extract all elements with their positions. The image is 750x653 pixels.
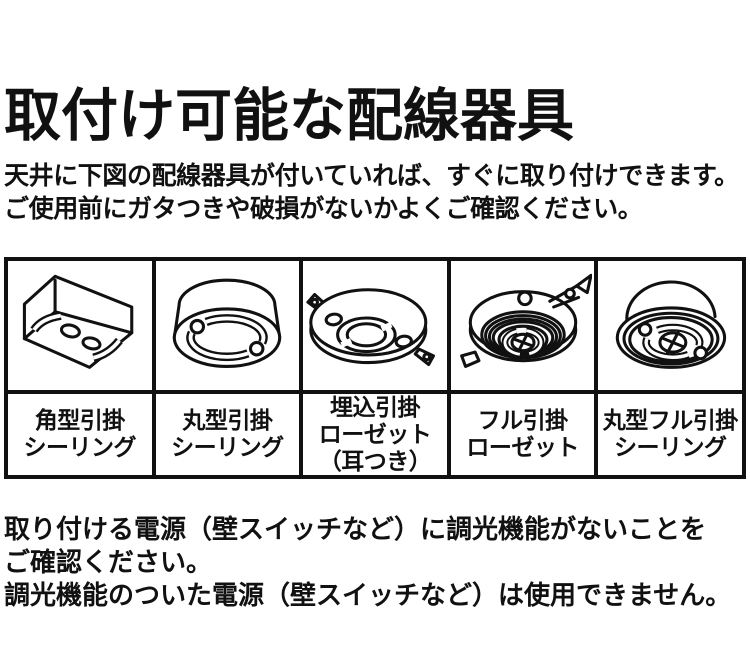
intro-line-2: ご使用前にガタつきや破損がないかよくご確認ください。 — [4, 195, 643, 224]
fixture-image-cell-round-hikikake — [151, 256, 304, 394]
fixture-image-cell-embedded-rosette — [299, 256, 451, 394]
note-line-1: 取り付ける電源（壁スイッチなど）に調光機能がないことを — [4, 513, 707, 544]
fixture-label-line: 角型引掛 — [34, 407, 125, 434]
fixture-label-round-full: 丸型フル引掛 シーリング — [594, 389, 746, 479]
round-full-hikikake-ceiling-illustration — [615, 280, 727, 370]
fixture-label-line: 埋込引掛 — [329, 393, 420, 420]
fixture-image-cell-round-full — [594, 256, 746, 394]
intro-text: 天井に下図の配線器具が付いていれば、すぐに取り付けできます。 ご使用前にガタつき… — [4, 160, 746, 227]
fixture-label-line: ローゼット — [466, 434, 579, 461]
embedded-hikikake-rosette-illustration — [306, 288, 435, 367]
fixture-label-line: シーリング — [171, 434, 284, 461]
fixture-label-line: 丸型フル引掛 — [602, 407, 738, 434]
fixture-label-square-hikikake: 角型引掛 シーリング — [4, 389, 156, 479]
page-title: 取付け可能な配線器具 — [4, 84, 574, 148]
power-source-note: 取り付ける電源（壁スイッチなど）に調光機能がないことを ご確認ください。 調光機… — [4, 513, 746, 612]
fixture-image-cell-full-rosette — [446, 256, 599, 394]
fixtures-table: 角型引掛 シーリング 丸型引掛 シーリング 埋込引掛 ローゼット （耳つき） フ… — [4, 256, 746, 479]
fixture-label-line: シーリング — [23, 434, 137, 461]
intro-line-1: 天井に下図の配線器具が付いていれば、すぐに取り付けできます。 — [4, 161, 739, 190]
fixture-label-full-rosette: フル引掛 ローゼット — [446, 389, 599, 479]
fixture-label-line: （耳つき） — [318, 447, 432, 474]
fixture-label-round-hikikake: 丸型引掛 シーリング — [151, 389, 304, 479]
fixture-label-line: フル引掛 — [477, 407, 568, 434]
fixture-image-cell-square-hikikake — [4, 256, 156, 394]
full-hikikake-rosette-illustration — [459, 274, 592, 369]
fixture-label-line: ローゼット — [318, 420, 432, 447]
fixture-images-row — [4, 256, 746, 394]
round-hikikake-ceiling-illustration — [173, 278, 282, 369]
note-line-2: ご確認ください。 — [4, 546, 213, 577]
fixture-label-embedded-rosette: 埋込引掛 ローゼット （耳つき） — [299, 389, 451, 479]
fixture-label-line: 丸型引掛 — [182, 407, 273, 434]
square-hikikake-ceiling-illustration — [22, 275, 134, 370]
fixture-label-line: シーリング — [613, 434, 727, 461]
fixture-labels-row: 角型引掛 シーリング 丸型引掛 シーリング 埋込引掛 ローゼット （耳つき） フ… — [4, 389, 746, 479]
note-line-3: 調光機能のついた電源（壁スイッチなど）は使用できません。 — [4, 579, 732, 610]
product-info-page: 取付け可能な配線器具 天井に下図の配線器具が付いていれば、すぐに取り付けできます… — [4, 84, 746, 612]
